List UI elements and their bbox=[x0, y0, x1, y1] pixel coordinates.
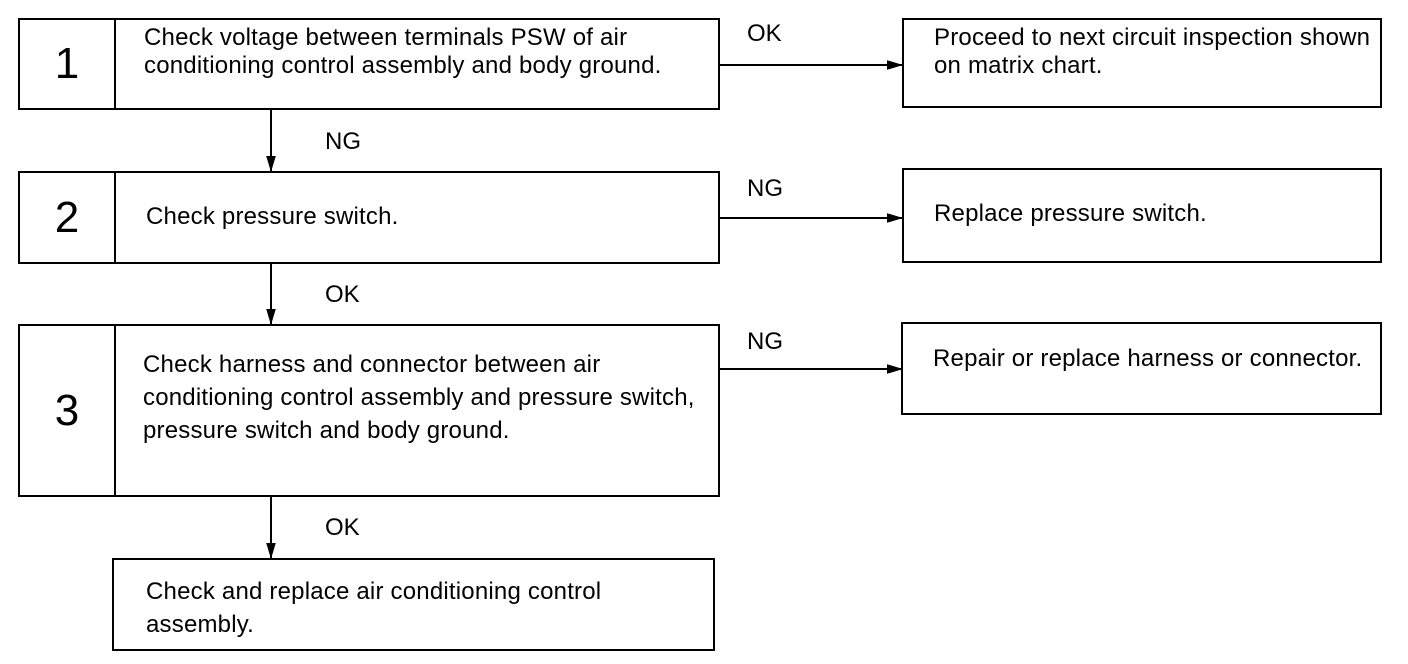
step-number: 2 bbox=[20, 173, 116, 262]
label-step3-ng: NG bbox=[747, 328, 783, 355]
step-text: Check pressure switch. bbox=[146, 203, 399, 230]
result-box-3: Repair or replace harness or connector. bbox=[901, 322, 1382, 415]
final-box: Check and replace air conditioning contr… bbox=[112, 558, 715, 651]
step-text: Check harness and connector between air … bbox=[143, 351, 695, 444]
step-text: Check voltage between terminals PSW of a… bbox=[144, 24, 662, 79]
label-step3-ok: OK bbox=[325, 514, 360, 541]
label-step1-ok: OK bbox=[747, 20, 782, 47]
label-step2-ok: OK bbox=[325, 281, 360, 308]
step-2-box: 2 Check pressure switch. bbox=[18, 171, 720, 264]
step-number: 3 bbox=[20, 326, 116, 495]
result-text: Proceed to next circuit inspection shown… bbox=[934, 24, 1371, 79]
label-step1-ng: NG bbox=[325, 128, 361, 155]
step-number: 1 bbox=[20, 20, 116, 108]
label-step2-ng: NG bbox=[747, 175, 783, 202]
final-text: Check and replace air conditioning contr… bbox=[146, 578, 602, 638]
result-text: Replace pressure switch. bbox=[934, 200, 1207, 227]
step-1-box: 1 Check voltage between terminals PSW of… bbox=[18, 18, 720, 110]
result-text: Repair or replace harness or connector. bbox=[933, 345, 1363, 372]
step-3-box: 3 Check harness and connector between ai… bbox=[18, 324, 720, 497]
result-box-1: Proceed to next circuit inspection shown… bbox=[902, 18, 1382, 108]
result-box-2: Replace pressure switch. bbox=[902, 168, 1382, 263]
